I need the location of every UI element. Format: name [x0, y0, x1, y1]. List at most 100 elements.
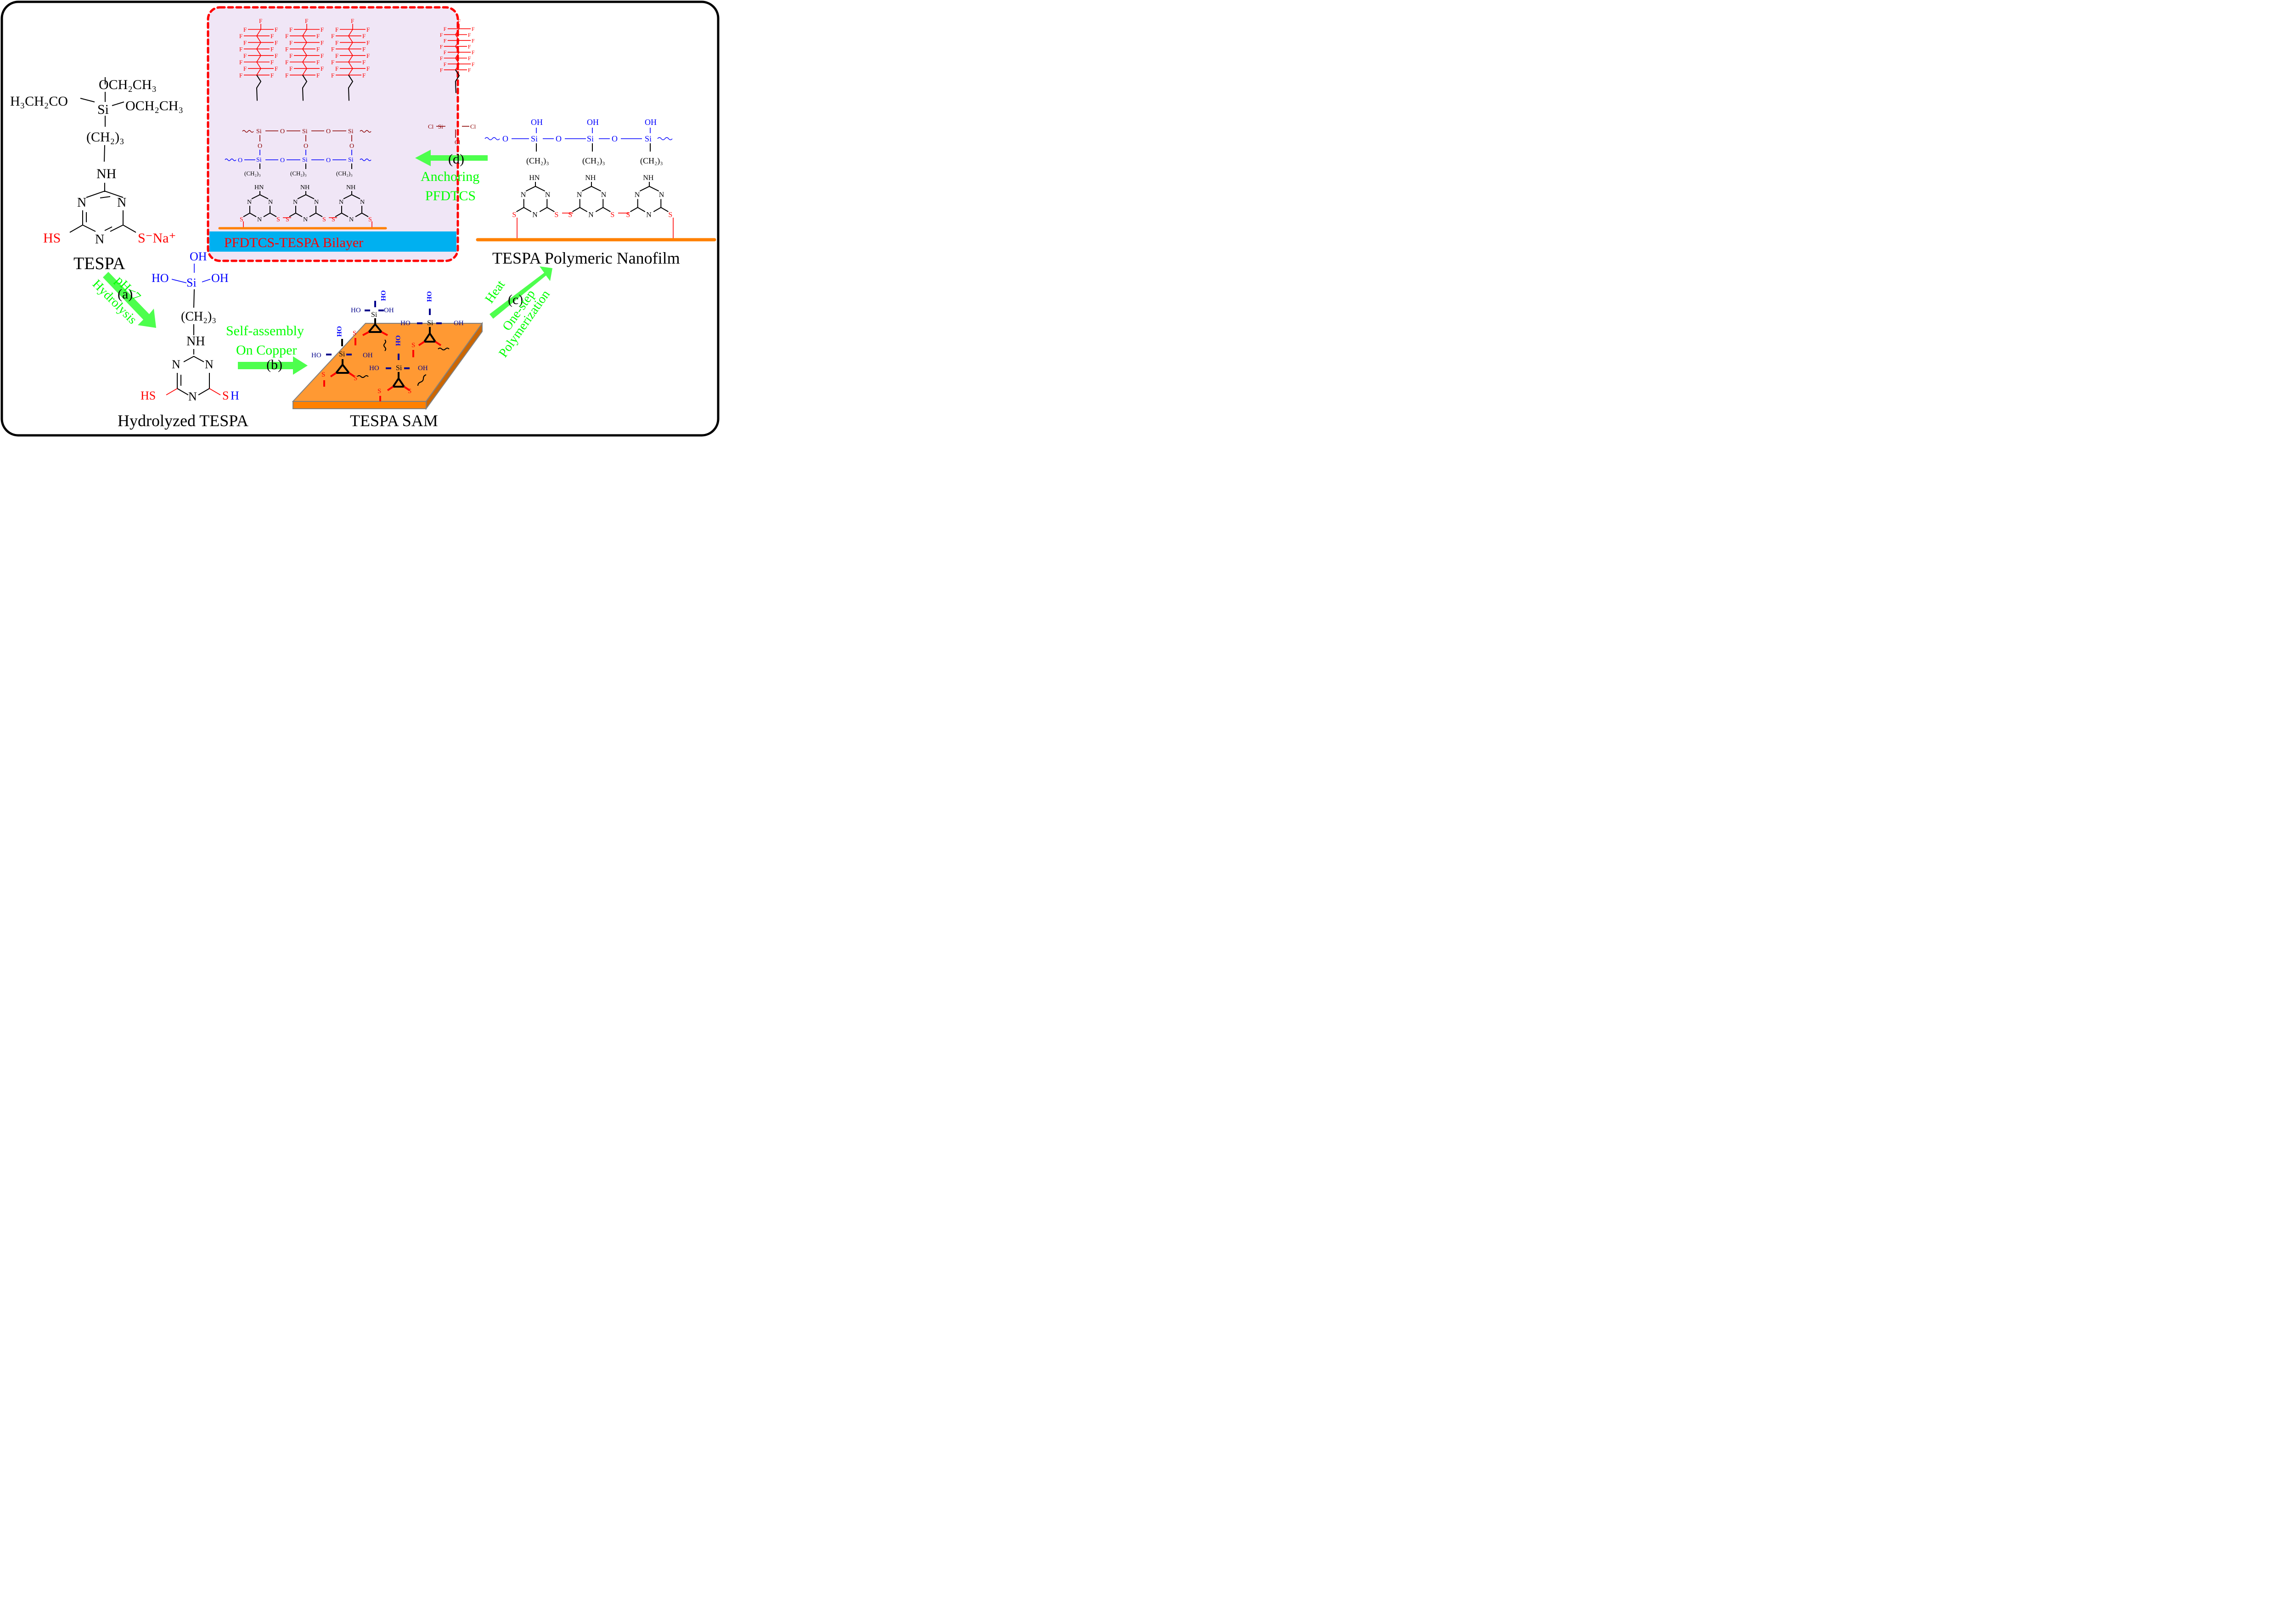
fluorine: F: [472, 38, 475, 44]
fluorine: F: [239, 33, 242, 39]
fluorine: F: [331, 33, 334, 39]
fluorine: F: [366, 65, 370, 72]
oxygen-bridge: O: [258, 143, 262, 150]
fluorine: F: [239, 46, 242, 53]
sulfur: S: [276, 216, 280, 223]
fluorine: F: [444, 38, 447, 44]
fluorine: F: [289, 65, 293, 72]
amine: HN: [254, 184, 264, 191]
fluorine: F: [472, 26, 475, 32]
copper-plate-side: [426, 321, 483, 411]
pfdtcs-cl: Cl: [455, 139, 461, 146]
ring-nitrogen: N: [521, 191, 526, 199]
ring-nitrogen: N: [532, 211, 538, 219]
hydrolyzed-n2: N: [205, 358, 214, 371]
silicon: Si: [587, 134, 594, 143]
sam-s: S: [321, 371, 325, 378]
sulfur: S: [332, 216, 335, 223]
step-b-arrow: [238, 356, 308, 375]
fluorine: F: [243, 26, 247, 33]
sulfur: S: [554, 211, 558, 219]
propyl-chain: (CH₂)₃: [582, 156, 605, 166]
ring-nitrogen: N: [247, 199, 252, 206]
step-d: (d) Anchoring PFDTCS: [415, 150, 488, 203]
bilayer-substrate: [209, 231, 456, 252]
sam-si: Si: [371, 311, 377, 319]
fluorine: F: [468, 68, 471, 73]
fluorine: F: [270, 72, 274, 79]
fluorine: F: [316, 33, 320, 39]
fluorine: F: [331, 46, 334, 53]
sam-oh-vertical: OH: [394, 335, 401, 346]
fluorine: F: [316, 46, 320, 53]
sulfur: S: [322, 216, 326, 223]
fluorine: F: [362, 59, 366, 66]
hydrolyzed-h: H: [231, 389, 239, 402]
sam-unit: Si HO OH OH S S: [369, 335, 428, 401]
fluorine: F: [285, 33, 288, 39]
fluorine: F: [351, 17, 354, 24]
propyl-chain: (CH₂)₃: [244, 170, 261, 177]
step-b-line1: Self-assembly: [226, 323, 304, 338]
ring-nitrogen: N: [545, 191, 551, 199]
fluorine: F: [457, 18, 461, 24]
tespa-hs: HS: [43, 231, 61, 246]
fluorine: F: [321, 26, 324, 33]
silicon-bottom: Si: [256, 157, 262, 163]
ring-nitrogen: N: [339, 199, 343, 206]
fluorine: F: [321, 65, 324, 72]
step-b-line2: On Copper: [236, 343, 297, 358]
fluorine: F: [243, 65, 247, 72]
fluorine: F: [275, 39, 278, 46]
tespa-sam: Si HO OH OH S Si HO OH OH: [292, 290, 483, 430]
ring-nitrogen: N: [314, 199, 319, 206]
propyl-chain: (CH₂)₃: [290, 170, 307, 177]
hydrolyzed-hs: HS: [141, 389, 156, 402]
fluorine: F: [331, 59, 334, 66]
sulfur: S: [610, 211, 614, 219]
fluorine: F: [366, 39, 370, 46]
tespa-n1: N: [77, 196, 86, 210]
hydrolyzed-n3: N: [188, 390, 197, 403]
reaction-scheme: OCH₂CH₃ H₃CH₂CO Si OCH₂CH₃ (CH₂)₃ NH N N…: [0, 0, 720, 437]
step-b-id: (b): [266, 357, 282, 372]
step-d-line1: Anchoring: [421, 169, 479, 184]
oxygen-link: O: [238, 157, 242, 164]
ring-nitrogen: N: [349, 216, 354, 223]
fluorine: F: [444, 50, 447, 56]
oxygen-link: O: [326, 157, 331, 164]
fluorine: F: [316, 72, 320, 79]
sam-si: Si: [339, 350, 345, 358]
hydrolyzed-ho-left: HO: [152, 271, 169, 285]
fluorine: F: [289, 26, 293, 33]
step-d-id: (d): [448, 152, 464, 167]
tespa-si: Si: [97, 102, 109, 117]
tespa-n3: N: [95, 232, 104, 247]
ring-nitrogen: N: [577, 191, 582, 199]
tespa-label: TESPA: [73, 254, 125, 273]
tespa-left-group: H₃CH₂CO: [10, 94, 68, 109]
silicon-bottom: Si: [302, 157, 308, 163]
ring-nitrogen: N: [360, 199, 365, 206]
ring-nitrogen: N: [257, 216, 262, 223]
hydrolyzed-oh-right: OH: [211, 271, 229, 285]
ring-nitrogen: N: [646, 211, 652, 219]
fluorine: F: [259, 17, 262, 24]
sam-unit: Si HO OH OH S S: [311, 326, 373, 387]
pfdtcs-cl: Cl: [470, 123, 476, 130]
amine: NH: [300, 184, 310, 191]
propyl-chain: (CH₂)₃: [336, 170, 353, 177]
fluorine: F: [239, 59, 242, 66]
ring-nitrogen: N: [635, 191, 640, 199]
sam-oh: OH: [363, 352, 373, 359]
amine: NH: [643, 174, 654, 182]
